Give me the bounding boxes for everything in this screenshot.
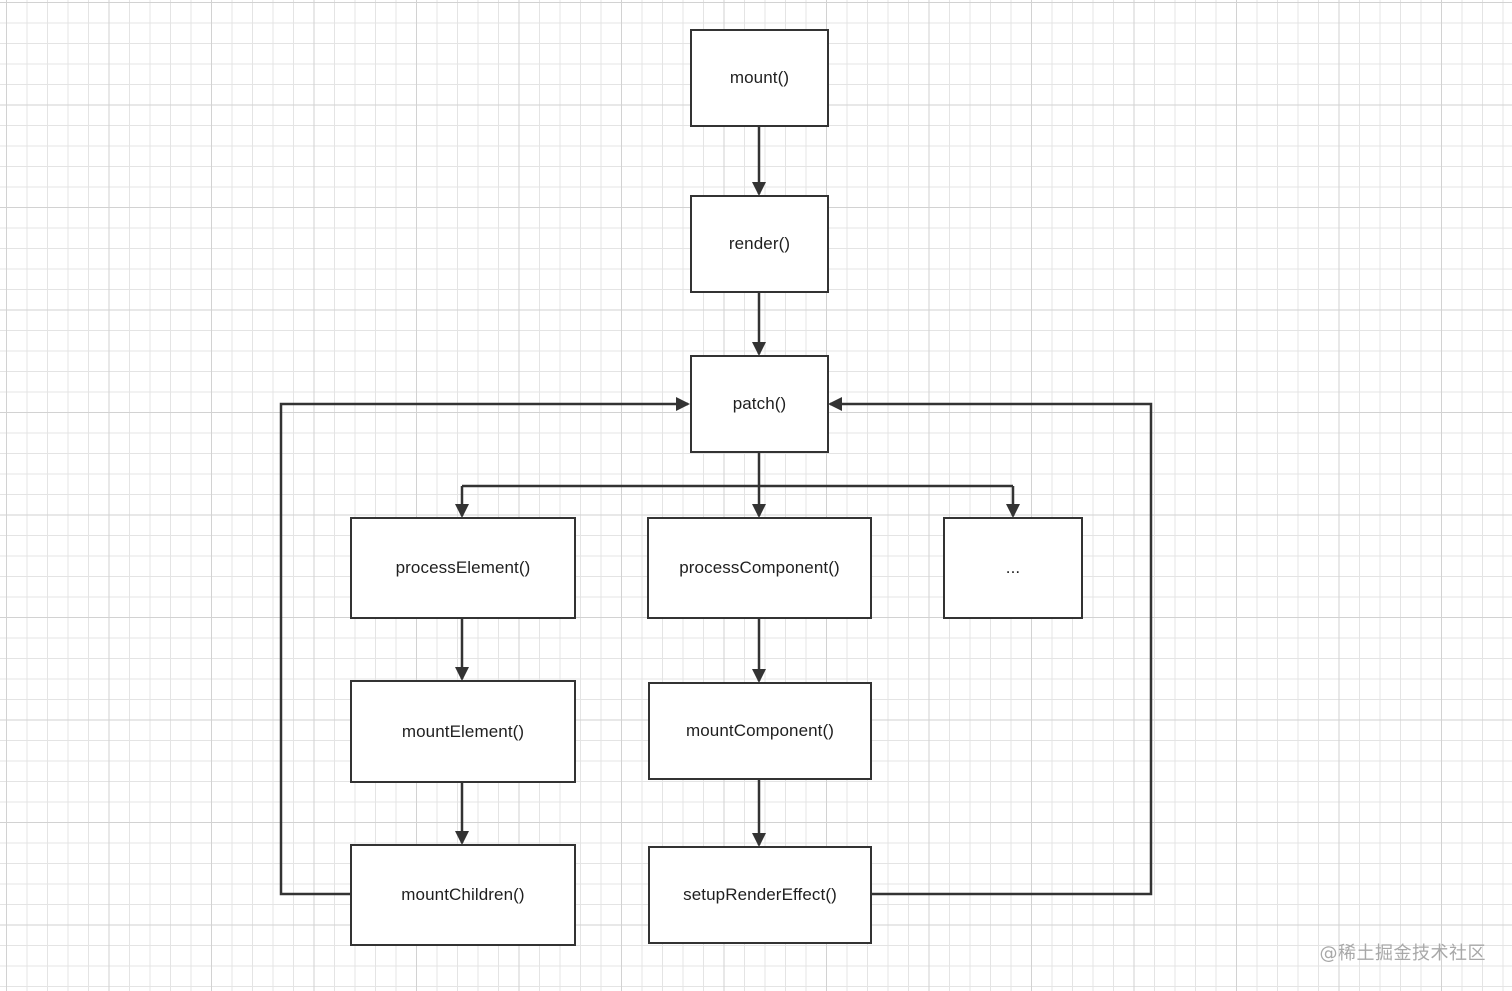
node-patch: patch() <box>690 355 829 453</box>
node-process-element: processElement() <box>350 517 576 619</box>
node-mount-component: mountComponent() <box>648 682 872 780</box>
node-mount-children: mountChildren() <box>350 844 576 946</box>
node-label: mountComponent() <box>685 721 835 740</box>
node-label: mount() <box>729 68 790 87</box>
node-label: mountChildren() <box>401 885 525 904</box>
node-label: ... <box>1005 558 1021 577</box>
node-render: render() <box>690 195 829 293</box>
node-label: mountElement() <box>401 721 525 741</box>
node-label: render() <box>728 234 791 253</box>
node-label: setupRenderEffect() <box>683 885 837 904</box>
edge-mount-children-to-patch <box>279 397 690 896</box>
node-process-component: processComponent() <box>647 517 872 619</box>
node-setup-render-effect: setupRenderEffect() <box>648 846 872 944</box>
node-mount-element: mountElement() <box>350 680 576 783</box>
node-label: patch() <box>732 394 787 413</box>
node-label: processElement() <box>395 558 531 577</box>
node-ellipsis: ... <box>943 517 1083 619</box>
node-mount: mount() <box>690 29 829 127</box>
edge-setup-render-effect-to-patch <box>828 397 1153 896</box>
node-label: processComponent() <box>679 558 840 577</box>
watermark-text: @稀土掘金技术社区 <box>1319 943 1486 964</box>
